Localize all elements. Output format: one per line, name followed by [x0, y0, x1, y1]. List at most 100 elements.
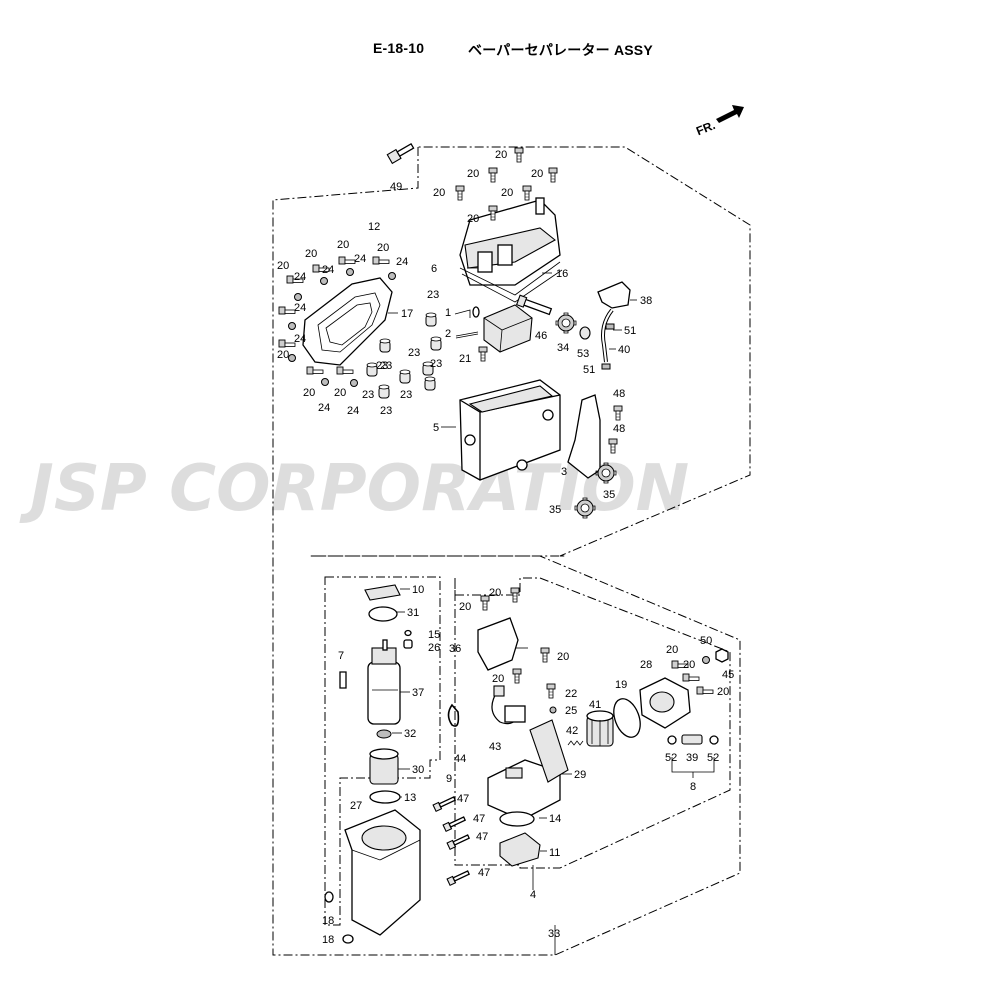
callout: 48	[613, 388, 625, 400]
callout: 18	[322, 934, 334, 946]
part-24-washer	[320, 277, 328, 285]
assembly-frame-27	[324, 576, 441, 926]
callout: 24	[294, 271, 306, 283]
part-20-screw	[682, 673, 700, 682]
part-6-cover	[459, 197, 561, 296]
part-47-bolt	[446, 870, 471, 887]
part-13-o-ring	[369, 790, 401, 804]
part-23-collar	[430, 336, 442, 351]
part-23-collar	[399, 369, 411, 384]
part-20-bolt	[488, 167, 498, 183]
part-51-clamp	[605, 323, 615, 330]
part-24-washer	[350, 379, 358, 387]
callout: 20	[467, 213, 479, 225]
callout: 20	[666, 644, 678, 656]
callout: 48	[613, 423, 625, 435]
callout: 16	[556, 268, 568, 280]
callout: 8	[690, 781, 696, 793]
callout: 52	[707, 752, 719, 764]
part-23-collar	[379, 338, 391, 353]
callout: 6	[431, 263, 437, 275]
assembly-frame-33	[272, 146, 751, 956]
part-29-filter-housing	[487, 719, 569, 821]
callout: 18	[322, 915, 334, 927]
part-34-valve	[515, 294, 553, 316]
callout: 37	[412, 687, 424, 699]
diagram-code: E-18-10	[373, 40, 425, 56]
part-20-bolt	[514, 147, 524, 163]
callout: 20	[334, 387, 346, 399]
callout: 20	[495, 149, 507, 161]
callout: 52	[665, 752, 677, 764]
callout: 47	[473, 813, 485, 825]
callout: 20	[337, 239, 349, 251]
callout: 20	[433, 187, 445, 199]
callout: 24	[347, 405, 359, 417]
callout: 23	[408, 347, 420, 359]
part-20-bolt	[522, 185, 532, 201]
part-11-valve	[499, 832, 541, 867]
part-18-seal	[324, 891, 334, 903]
part-5-separator-body	[459, 379, 561, 481]
part-20-bolt	[540, 647, 550, 663]
callout: 38	[640, 295, 652, 307]
callout: 9	[446, 773, 452, 785]
callout: 1	[445, 307, 451, 319]
callout: 22	[565, 688, 577, 700]
callout: 47	[476, 831, 488, 843]
part-20-bolt	[548, 167, 558, 183]
part-49-bolt	[386, 142, 415, 165]
callout: 20	[277, 349, 289, 361]
callout: 23	[430, 358, 442, 370]
callout: 28	[640, 659, 652, 671]
part-52-washer	[667, 735, 677, 745]
callout: 24	[396, 256, 408, 268]
callout: 42	[566, 725, 578, 737]
part-48-bolt	[613, 405, 623, 421]
part-20-bolt	[480, 595, 490, 611]
callout: 44	[454, 753, 466, 765]
part-20-screw	[338, 256, 356, 265]
part-19-o-ring	[613, 698, 641, 738]
callout: 15	[428, 629, 440, 641]
part-20-screw	[306, 366, 324, 375]
part-16-gasket	[461, 269, 563, 303]
callout: 34	[557, 342, 569, 354]
callout: 24	[294, 333, 306, 345]
callout: 24	[294, 302, 306, 314]
callout: 20	[377, 242, 389, 254]
callout: 11	[549, 847, 560, 859]
assembly-frame-4	[454, 577, 731, 869]
callout: 35	[603, 489, 615, 501]
part-30-filter	[369, 748, 399, 785]
part-46-float	[483, 304, 533, 353]
callout: 17	[401, 308, 413, 320]
callout: 39	[686, 752, 698, 764]
callout: 53	[577, 348, 589, 360]
part-20-screw	[336, 366, 354, 375]
part-22-bolt	[546, 683, 556, 699]
part-20-screw	[278, 306, 296, 315]
callout: 4	[530, 889, 536, 901]
callout: 20	[303, 387, 315, 399]
part-20-bolt	[512, 668, 522, 684]
callout: 21	[459, 353, 471, 365]
part-24-washer	[288, 322, 296, 330]
callout: 25	[565, 705, 577, 717]
part-47-bolt	[442, 816, 467, 833]
part-27-housing	[344, 809, 421, 936]
callout: 45	[722, 669, 734, 681]
part-20-screw	[696, 686, 714, 695]
part-10-seal	[364, 584, 401, 601]
callout: 12	[368, 221, 380, 233]
part-7-terminal	[339, 671, 347, 689]
callout: 51	[583, 364, 595, 376]
callout: 20	[492, 673, 504, 685]
diagram-title: ベーパーセパレーター ASSY	[468, 42, 653, 58]
part-48-bolt	[608, 438, 618, 454]
callout: 51	[624, 325, 636, 337]
part-43-sensor	[491, 685, 526, 725]
part-20-screw	[278, 339, 296, 348]
callout: 35	[549, 504, 561, 516]
